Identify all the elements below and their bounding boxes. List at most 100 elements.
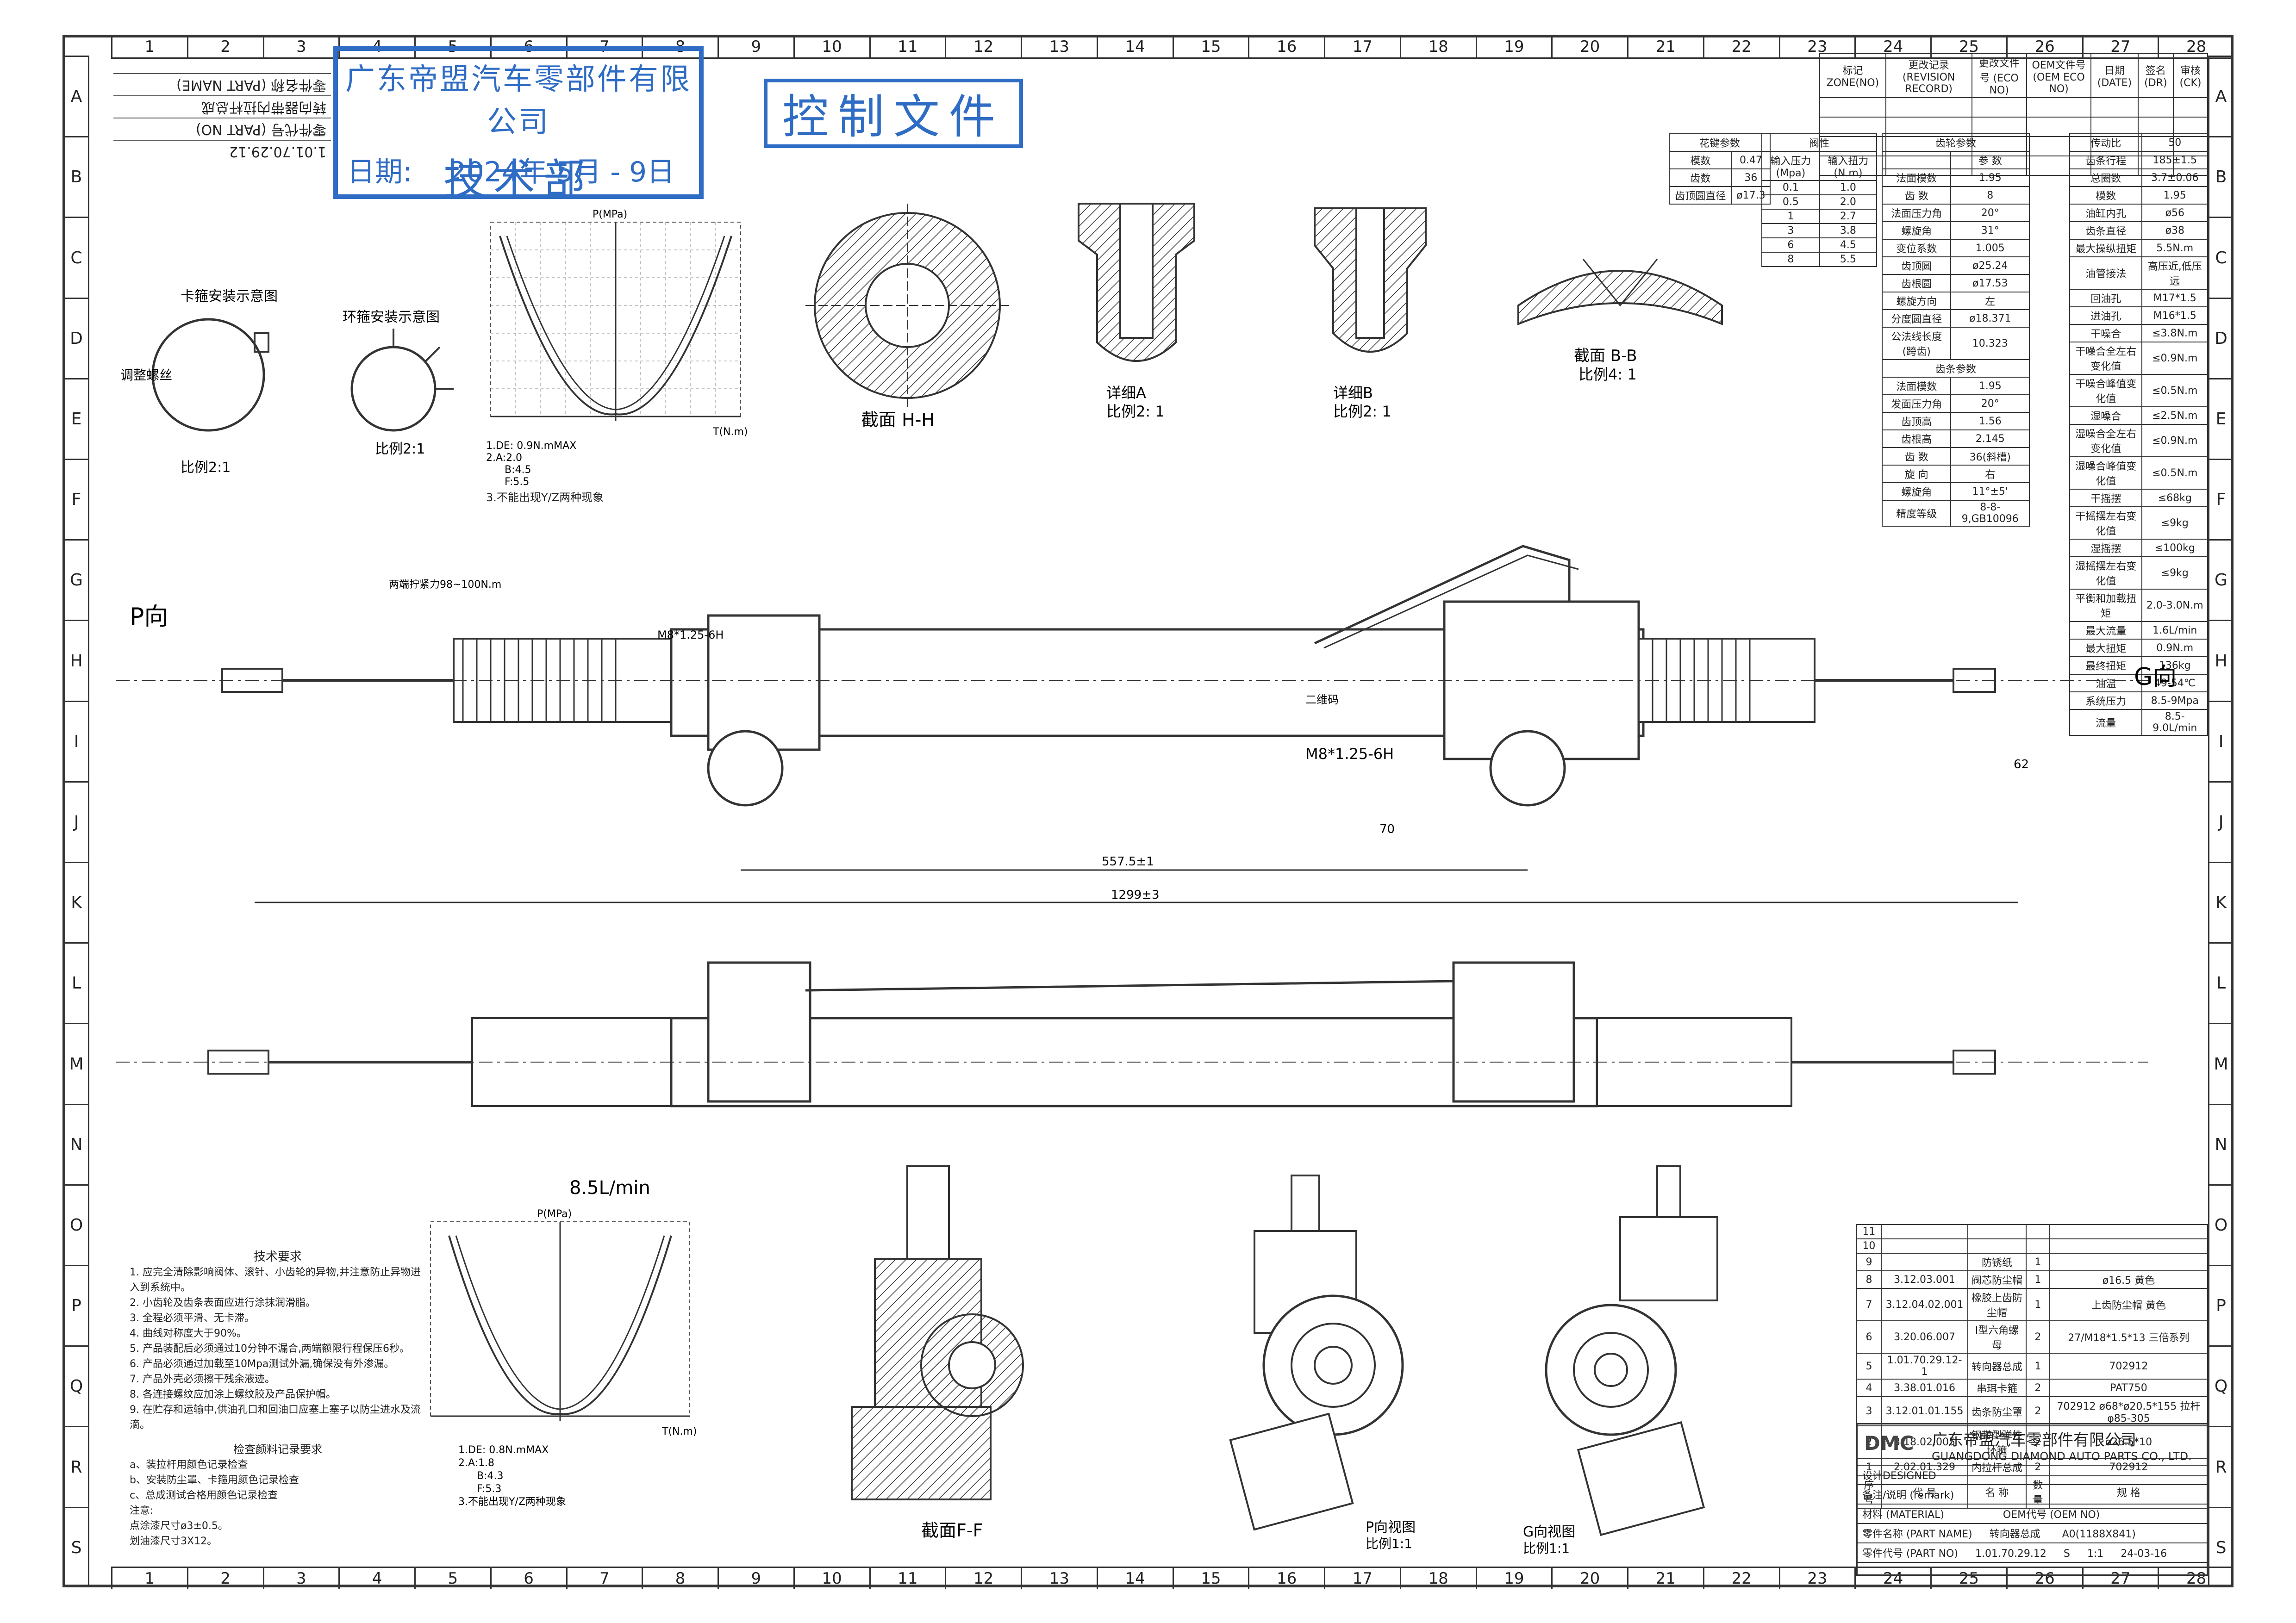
tb-company: 广东帝盟汽车零部件有限公司 GUANGDONG DIAMOND AUTO PAR… [1858,1424,2207,1466]
row-zone: N [65,1103,88,1184]
row-zone: A [65,56,88,136]
table-row: 湿噪合全左右变化值≤0.9N.m [2069,424,2208,457]
curve-top-note-1: 1.DE: 0.9N.mMAX [486,440,576,452]
row-zone: L [2209,942,2233,1023]
col-zone: 19 [1475,36,1552,57]
col-zone: 22 [1703,36,1779,57]
table-cell: M17*1.5 [2141,289,2208,307]
table-cell: 0.1 [1761,180,1820,195]
col-zone: 26 [2006,36,2082,57]
tb-designed: 设计DESIGNED [1858,1466,2207,1485]
table-cell: 精度等级 [1881,500,1952,527]
table-cell: 3 [1856,1396,1882,1426]
table-cell: 左 [1950,292,2030,310]
table-cell: 橡胶上齿防尘帽 [1967,1288,2027,1321]
table-cell: 1.95 [1950,377,2030,395]
table-row: 干噪合≤3.8N.m [2069,324,2208,342]
row-zone: S [2209,1506,2233,1587]
thread-m8-top: M8*1.25-6H [657,628,724,641]
table-cell: I型六角螺母 [1967,1320,2027,1354]
table-row: 螺旋方向左 [1881,292,2030,310]
pressure-torque-curve-bottom: 8.5L/min P(MPa) T(N.m) 1.DE: 0.8N.mMAX 2… [430,1177,697,1508]
row-zone: B [2209,136,2233,217]
row-zone: Q [2209,1345,2233,1426]
table-cell: ø26.5*10 [2049,1425,2209,1459]
row-zone: I [65,700,88,781]
table-cell: ø56 [2141,204,2208,222]
col-zone: 26 [2006,1568,2082,1589]
table-row: 齿轮参数 [1882,133,2030,152]
p-direction-label: P向 [130,603,168,631]
clamp-circle [151,318,265,432]
check-item: 注意: [130,1505,154,1517]
col-zone: 28 [2158,36,2234,57]
col-zone: 27 [2082,1568,2158,1589]
table-cell: 齿轮参数 [1882,133,2030,152]
table-cell: 齿顶圆直径 [1669,186,1732,205]
row-zone: J [2209,781,2233,862]
tech-item: 1. 应完全清除影响阀体、滚针、小齿轮的异物,并注意防止异物进入到系统中。 [130,1267,421,1293]
table-cell: 702912 ø68*ø20.5*155 拉杆φ85-305 [2049,1396,2209,1426]
table-cell [1880,1238,1969,1254]
table-cell: 湿摇摆左右变化值 [2069,556,2143,590]
tech-item: 8. 各连接螺纹应加涂上螺纹胶及产品保护帽。 [130,1389,336,1400]
tech-title: 技术要求 [253,1250,302,1264]
table-cell: 1 [2025,1253,2050,1271]
tech-item: 7. 产品外壳必须擦干残余液迹。 [130,1374,275,1385]
table-cell: 参 数 [1950,151,2030,169]
stamp-department: 技术部 [443,155,593,204]
table-cell: 50 [2141,133,2208,152]
revision-header-cell: 更改文件号 (ECO NO) [1971,53,2027,98]
col-zone: 16 [1248,36,1324,57]
dim-70: 70 [1379,822,1395,836]
table-cell: 0.5 [1761,194,1820,210]
table-cell: 最大扭矩 [2069,639,2143,657]
table-cell: 齿顶高 [1881,412,1952,430]
table-cell: ≤9kg [2141,506,2208,540]
row-zone: F [65,459,88,539]
row-zone: D [65,297,88,378]
table-cell: 2 [1856,1425,1882,1459]
row-zone: M [65,1023,88,1103]
col-zone: 7 [566,1568,642,1589]
table-cell: 名 称 [1967,1475,2027,1509]
col-zone: 1 [111,36,187,57]
col-zone: 2 [187,36,263,57]
col-zone: 14 [1096,36,1173,57]
col-zone: 12 [945,1568,1021,1589]
revision-header-cell: 审核(CK) [2173,53,2208,98]
table-row: 油管接法高压近,低压远 [2069,256,2208,290]
row-zone: O [2209,1184,2233,1265]
table-row: 阀性 [1761,133,1877,152]
col-zone: 5 [414,1568,490,1589]
table-cell: 序号 [1856,1475,1882,1509]
row-zone: D [2209,297,2233,378]
curve-bottom-note-3: B:4.3 [477,1470,504,1482]
row-zone: H [65,620,88,700]
tb-company-en: GUANGDONG DIAMOND AUTO PARTS CO., LTD. [1932,1450,2192,1463]
drawing-frame [62,35,2234,1587]
curve-bottom-note-4: F:5.3 [477,1483,501,1495]
check-item: 点涂漆尺寸ø3±0.5。 [130,1520,228,1532]
p-view-label: P向视图 [1366,1519,1416,1536]
table-cell: 3.7±0.06 [2141,168,2208,187]
table-cell: 内拉杆总成 [1967,1458,2027,1476]
table-cell: 平衡和加载扭矩 [2069,589,2143,622]
revision-header-cell: 日期(DATE) [2090,53,2139,98]
table-row: 干噪合峰值变化值≤0.5N.m [2069,374,2208,407]
tb-sheet: S [2063,1548,2070,1560]
detail-b-scale: 比例2: 1 [1333,403,1391,420]
row-zone: Q [65,1345,88,1426]
